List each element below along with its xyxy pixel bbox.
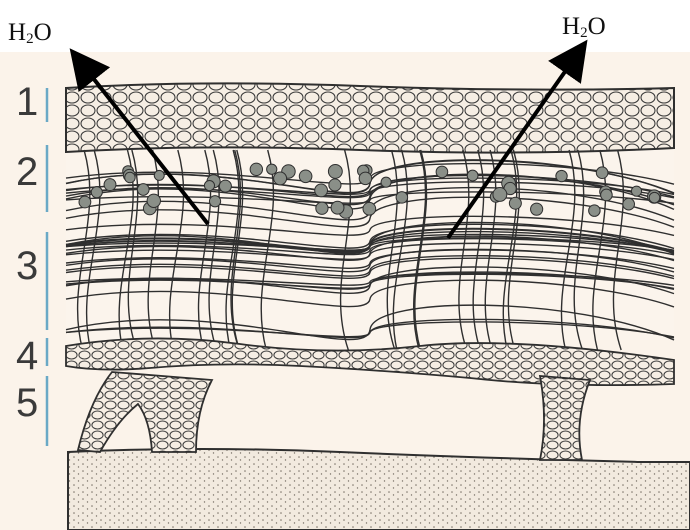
water-label-left-o: O: [34, 19, 52, 46]
algal-cell: [596, 167, 608, 179]
algal-cell: [649, 192, 660, 203]
layer-number-2: 2: [16, 152, 38, 192]
algal-cell: [147, 194, 160, 207]
layer-number-1: 1: [16, 82, 38, 122]
algal-cell: [315, 184, 328, 197]
algal-cell: [299, 170, 312, 183]
algal-cell: [91, 187, 102, 198]
algal-cell: [493, 188, 507, 202]
algal-cell: [623, 198, 635, 210]
algal-cell: [601, 189, 613, 201]
algal-cell: [329, 179, 341, 191]
water-label-right-subscript: 2: [580, 25, 588, 41]
algal-cell: [328, 164, 342, 178]
algal-cell: [316, 202, 328, 214]
algal-cell: [125, 172, 136, 183]
algal-cell: [267, 164, 277, 174]
algal-cell: [331, 201, 344, 214]
algal-cell: [363, 202, 376, 215]
algal-cell: [509, 197, 521, 209]
algal-cell: [467, 170, 478, 181]
water-label-right-h: H: [562, 13, 580, 40]
layer-number-5: 5: [16, 383, 38, 423]
water-label-right-o: O: [588, 13, 606, 40]
upper-cortex: [66, 83, 674, 152]
layer-number-4: 4: [16, 336, 38, 376]
substrate: [68, 449, 690, 530]
algal-cell: [396, 192, 408, 204]
algal-cell: [381, 177, 391, 187]
algal-cell: [204, 180, 214, 190]
algal-cell: [219, 180, 231, 192]
algal-cell: [556, 170, 567, 181]
algal-cell: [154, 170, 164, 180]
algal-cell: [436, 166, 448, 178]
algal-cell: [531, 203, 543, 215]
water-label-left: H2O: [8, 20, 52, 47]
algal-cell: [589, 205, 601, 217]
layer-number-3: 3: [16, 246, 38, 286]
algal-cell: [359, 172, 372, 185]
algal-cell: [250, 163, 262, 175]
algal-cell: [631, 186, 641, 196]
algal-cell: [79, 196, 91, 208]
water-label-left-h: H: [8, 19, 26, 46]
algal-cell: [104, 179, 116, 191]
water-label-right: H2O: [562, 14, 606, 41]
algal-cell: [209, 196, 220, 207]
water-label-left-subscript: 2: [26, 31, 34, 47]
algal-cell: [274, 172, 287, 185]
algal-cell: [137, 184, 149, 196]
